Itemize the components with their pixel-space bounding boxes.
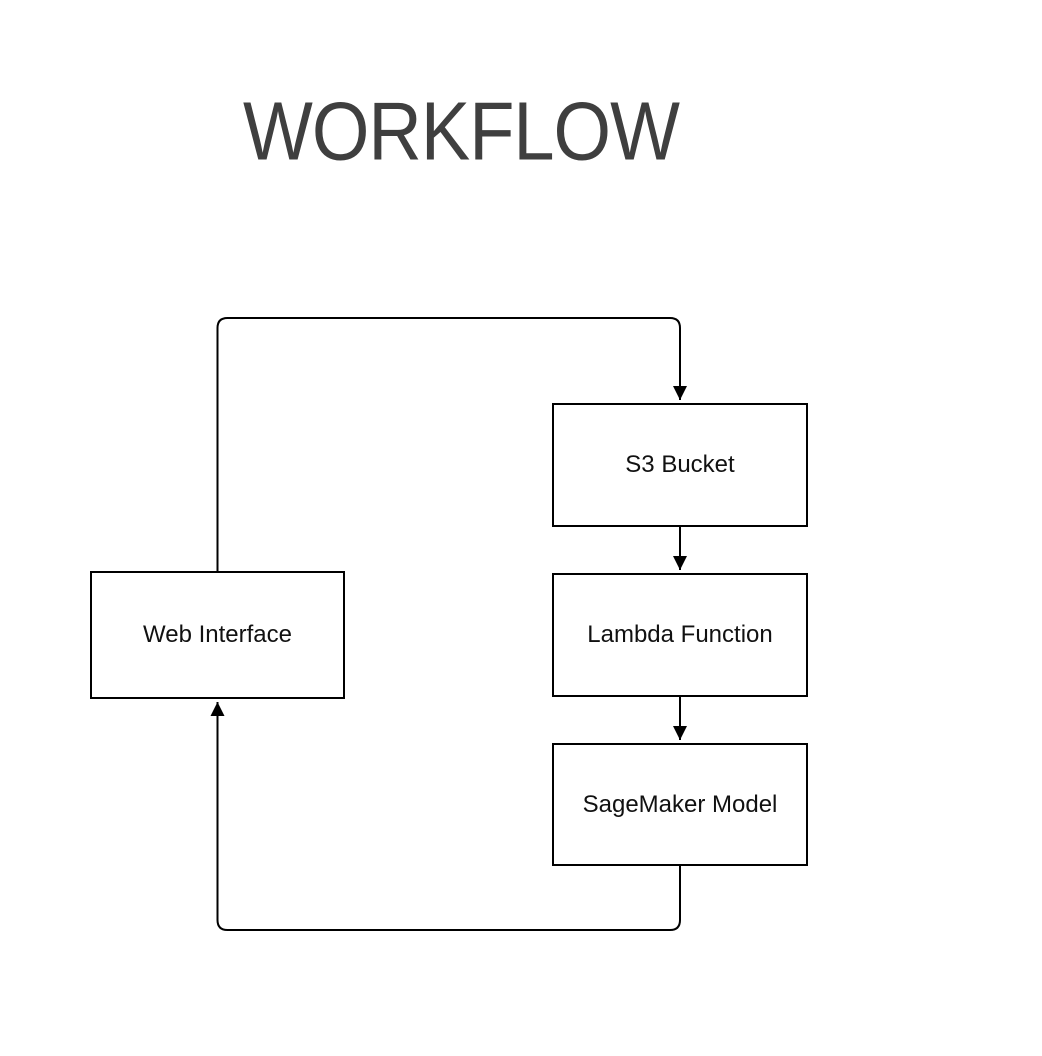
node-sagemaker-model: SageMaker Model xyxy=(552,743,808,866)
node-s3-bucket: S3 Bucket xyxy=(552,403,808,527)
node-web-interface-label: Web Interface xyxy=(143,621,292,648)
edge-web-interface-to-s3-bucket xyxy=(216,317,687,571)
edge-sagemaker-model-to-web-interface xyxy=(210,702,681,931)
node-lambda-function: Lambda Function xyxy=(552,573,808,697)
node-web-interface: Web Interface xyxy=(90,571,345,699)
node-lambda-function-label: Lambda Function xyxy=(587,621,773,648)
node-s3-bucket-label: S3 Bucket xyxy=(625,451,735,478)
diagram-title: WORKFLOW xyxy=(243,84,680,178)
node-sagemaker-model-label: SageMaker Model xyxy=(582,790,778,818)
